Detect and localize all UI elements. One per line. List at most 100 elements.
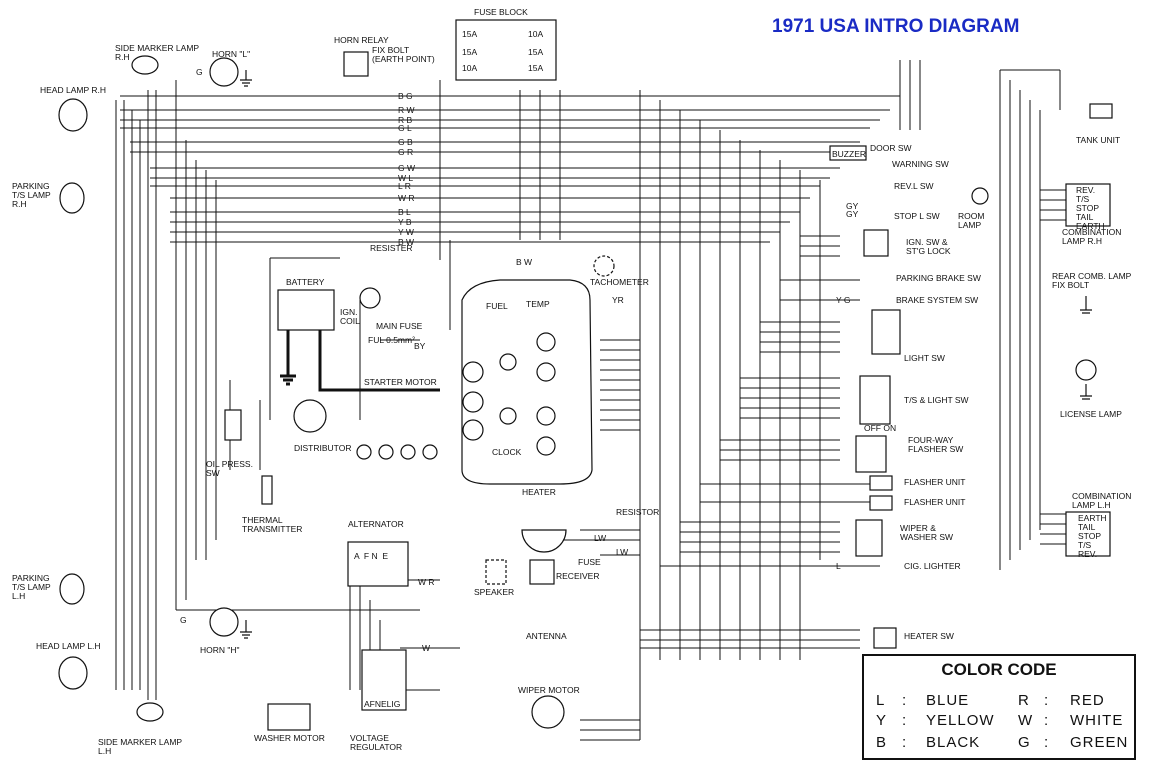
tachometer-shape xyxy=(593,255,615,277)
side-marker-lh-label: SIDE MARKER LAMP L.H xyxy=(98,737,183,756)
starter-motor-label: STARTER MOTOR xyxy=(364,377,437,387)
fuse-rating-1: 15A xyxy=(462,29,478,39)
fuse-rating-6: 15A xyxy=(528,63,544,73)
oil-press-label: OIL PRESS. SW xyxy=(206,459,253,478)
light-sw-label: LIGHT SW xyxy=(904,353,945,363)
clock-label: CLOCK xyxy=(492,447,522,457)
fuse-block-shape xyxy=(455,19,557,81)
horn-relay-label: HORN RELAY xyxy=(334,35,389,45)
receiver-shape xyxy=(529,559,555,585)
parking-brake-label: PARKING BRAKE SW xyxy=(896,273,981,283)
light-sw-shape xyxy=(871,309,901,355)
horn-h-shape xyxy=(209,607,239,637)
voltage-regulator-label: VOLTAGE REGULATOR xyxy=(350,733,403,752)
horn-l-shape xyxy=(209,57,239,87)
wire-tag: R W xyxy=(398,105,415,115)
parking-ts-lh-label: PARKING T/S LAMP L.H xyxy=(12,573,51,601)
fuse-label: FUSE xyxy=(578,557,601,567)
color-code-sep: : xyxy=(902,712,908,729)
color-code-key: B xyxy=(876,734,888,751)
wiper-washer-label: WIPER & WASHER SW xyxy=(900,523,954,542)
wire-tag: G B xyxy=(398,137,413,147)
wire-tag: LW xyxy=(616,547,629,557)
alternator-terminals: A F N E xyxy=(354,551,389,561)
wire-tag: B W xyxy=(516,257,533,267)
color-code-value: WHITE xyxy=(1070,712,1124,729)
thermal-label: THERMAL TRANSMITTER xyxy=(242,515,303,534)
color-code-legend: COLOR CODE L : BLUE R : RED Y : YELLOW W… xyxy=(862,654,1136,760)
fuse-block-label: FUSE BLOCK xyxy=(474,7,528,17)
color-code-key: L xyxy=(876,692,886,709)
comb-lh-terminals: EARTH TAIL STOP T/S REV. xyxy=(1078,513,1107,559)
battery-label: BATTERY xyxy=(286,277,325,287)
wire-tag: W R xyxy=(418,577,435,587)
regulator-terminals: AFNELIG xyxy=(364,699,401,709)
heater-sw-label: HEATER SW xyxy=(904,631,954,641)
comb-lamp-rh-shape xyxy=(1065,183,1111,227)
flasher-unit-1-label: FLASHER UNIT xyxy=(904,477,966,487)
color-code-key: G xyxy=(1018,734,1031,751)
wire-tag: G xyxy=(196,67,203,77)
spark-plug-4 xyxy=(422,444,438,460)
fuse-rating-2: 15A xyxy=(462,47,478,57)
color-code-title: COLOR CODE xyxy=(941,660,1057,679)
head-lamp-lh-shape xyxy=(58,656,88,690)
flasher-unit-2-label: FLASHER UNIT xyxy=(904,497,966,507)
ign-coil-shape xyxy=(359,287,381,309)
parking-ts-rh-label: PARKING T/S LAMP R.H xyxy=(12,181,51,209)
wiper-motor-label: WIPER MOTOR xyxy=(518,685,580,695)
ign-coil-label: IGN. COIL xyxy=(340,307,360,326)
wire-tag: Y W xyxy=(398,227,414,237)
horn-h-label: HORN "H" xyxy=(200,645,240,655)
horn-l-label: HORN "L" xyxy=(212,49,251,59)
ign-sw-label: IGN. SW & ST'G LOCK xyxy=(906,237,951,256)
rear-comb-label: REAR COMB. LAMP FIX BOLT xyxy=(1052,271,1132,290)
color-code-value: GREEN xyxy=(1070,734,1129,751)
main-fuse-label: MAIN FUSE xyxy=(376,321,423,331)
buzzer-label: BUZZER xyxy=(832,149,866,159)
resistor-label: RESISTOR xyxy=(616,507,660,517)
side-marker-rh-label: SIDE MARKER LAMP R.H xyxy=(115,43,200,62)
head-lamp-rh-label: HEAD LAMP R.H xyxy=(40,85,106,95)
wire-tag: B W xyxy=(398,237,415,247)
wire-tag: BY xyxy=(414,341,426,351)
four-way-sw-shape xyxy=(855,435,887,473)
ful-label: FUL 0.5mm² xyxy=(368,335,415,345)
license-lamp-shape xyxy=(1075,359,1097,381)
parking-lamp-lh-shape xyxy=(59,573,85,605)
wire-tag: L R xyxy=(398,181,411,191)
comb-lh-label: COMBINATION LAMP L.H xyxy=(1072,491,1132,510)
flasher-unit-1-shape xyxy=(869,475,893,491)
side-marker-lh-shape xyxy=(136,702,164,722)
comb-rh-terminals: REV. T/S STOP TAIL EARTH xyxy=(1076,185,1105,231)
gauge-ts-1 xyxy=(499,353,517,371)
door-sw-label: DOOR SW xyxy=(870,143,912,153)
cig-lighter-label: CIG. LIGHTER xyxy=(904,561,961,571)
instrument-cluster-shape xyxy=(461,279,593,485)
gauge-brake xyxy=(536,332,556,352)
gauge-ts-2 xyxy=(499,407,517,425)
horn-relay-shape xyxy=(343,51,369,77)
four-way-label: FOUR-WAY FLASHER SW xyxy=(908,435,964,454)
wire-tag: Y B xyxy=(398,217,412,227)
wire-tag: G R xyxy=(398,147,414,157)
spark-plug-1 xyxy=(356,444,372,460)
color-code-key: R xyxy=(1018,692,1030,709)
heater-label: HEATER xyxy=(522,487,556,497)
fuse-rating-4: 10A xyxy=(528,29,544,39)
gauge-oil xyxy=(536,406,556,426)
diagram-title: 1971 USA INTRO DIAGRAM xyxy=(772,16,1020,37)
ign-sw-shape xyxy=(863,229,889,257)
wiper-washer-sw-shape xyxy=(855,519,883,557)
fuel-label: FUEL xyxy=(486,301,508,311)
receiver-label: RECEIVER xyxy=(556,571,600,581)
wire-tag: G xyxy=(180,615,187,625)
brake-system-label: BRAKE SYSTEM SW xyxy=(896,295,979,305)
head-lamp-lh-label: HEAD LAMP L.H xyxy=(36,641,101,651)
heater-shape xyxy=(521,529,567,553)
wire-tag: W R xyxy=(398,193,415,203)
color-code-sep: : xyxy=(1044,712,1050,729)
head-lamp-rh-shape xyxy=(58,98,88,132)
wire-tag: LW xyxy=(594,533,607,543)
color-code-key: Y xyxy=(876,712,888,729)
